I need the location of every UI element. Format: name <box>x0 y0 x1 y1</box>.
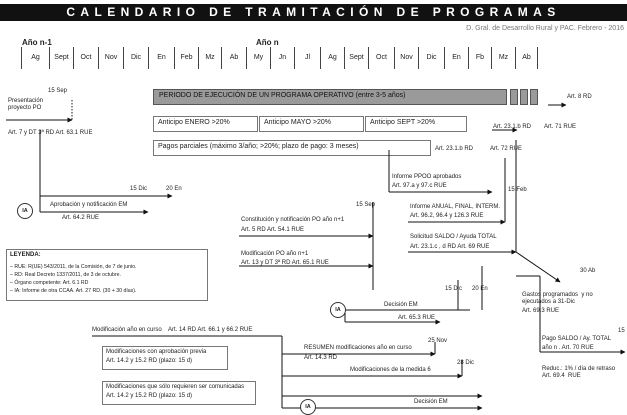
art-231b-rd-2: Art. 23.1.b RD <box>435 146 474 152</box>
legend-line-2: – RD: Real Decreto 1337/2011, de 3 de oc… <box>10 272 121 278</box>
mod-previa-ref: Art. 14.2 y 15.2 RD (plazo: 15 d) <box>106 358 193 364</box>
gastos-ref: Art. 69.3 RUE <box>522 308 560 314</box>
legend-line-4: – IA: Informe de otra CCAA. Art. 27 RD. … <box>10 288 137 294</box>
decision-em2-title: Decisión EM <box>414 399 448 405</box>
presentacion-ref: Art. 7 y DT 3ª RD Art. 63.1 RUE <box>8 130 93 136</box>
mod-previa-box <box>102 346 228 370</box>
year-curr-label: Año n <box>256 38 279 47</box>
anticipo-mayo-box <box>259 116 364 132</box>
solicitud-title: Solicitud SALDO / Ayuda TOTAL <box>410 234 497 240</box>
constitucion-ref: Art. 5 RD Art. 54.1 RUE <box>241 227 305 233</box>
period-tail-1 <box>510 89 518 105</box>
resumen-date2: 28 Dic <box>457 360 475 366</box>
aprobacion-date1: 15 Dic <box>130 186 148 192</box>
anticipo-mayo-label: Anticipo MAYO >20% <box>264 119 331 126</box>
pago-saldo-reduc: Reduc.: 1% / día de retraso Art. 69.4 RU… <box>542 366 616 379</box>
mod-medida6: Modificaciones de la medida 6 <box>350 367 431 373</box>
year-prev-label: Año n-1 <box>22 38 52 47</box>
resumen-title: RESUMEN modificaciones año en curso <box>304 345 412 351</box>
mod-curso-ref: Art. 14 RD Art. 66.1 y 66.2 RUE <box>168 327 253 333</box>
month-cell-10: Jn <box>271 47 295 69</box>
pago-saldo-date: 15 <box>618 328 625 334</box>
decision-em-title: Decisión EM <box>384 302 418 308</box>
mod-curso-title: Modificación año en curso <box>92 327 162 333</box>
month-cell-7: Mz <box>199 47 222 69</box>
month-cell-20: Ab <box>516 47 538 69</box>
aprobacion-date2: 20 En <box>166 186 182 192</box>
month-cell-18: Fb <box>469 47 492 69</box>
art-72-rue: Art. 72 RUE <box>490 146 523 152</box>
month-cell-14: Oct <box>369 47 395 69</box>
pago-saldo-title: Pago SALDO / Ay. TOTAL <box>542 336 612 342</box>
pagos-parciales-box <box>153 140 431 156</box>
legend-box: LEYENDA: – RUE: R(UE) 543/2011, de la Co… <box>6 249 208 301</box>
month-cell-17: En <box>445 47 469 69</box>
period-bar <box>153 89 507 105</box>
informe-ppoo-ref: Art. 97.a y 97.c RUE <box>392 183 447 189</box>
period-tail-3 <box>530 89 538 105</box>
informe-final-ref: Art. 96.2, 96.4 y 126.3 RUE <box>410 213 484 219</box>
aprobacion-ref: Art. 64.2 RUE <box>62 215 100 221</box>
month-cell-16: Dic <box>419 47 445 69</box>
informe-final-date: 15 Feb <box>508 187 527 193</box>
subtitle: D. Gral. de Desarrollo Rural y PAC. Febr… <box>466 25 624 32</box>
page-title: CALENDARIO DE TRAMITACIÓN DE PROGRAMAS O… <box>0 4 627 36</box>
gastos-date: 30 Ab <box>580 268 596 274</box>
constitucion-title: Constitución y notificación PO año n+1 <box>241 217 345 223</box>
legend-line-3: – Órgano competente: Art. 6.1 RD <box>10 280 89 286</box>
month-cell-15: Nov <box>395 47 419 69</box>
gastos-title: Gastos programados y no ejecutados a 31-… <box>522 292 593 305</box>
month-cell-4: Dic <box>124 47 149 69</box>
month-cell-5: En <box>149 47 175 69</box>
decision-em-ref: Art. 65.3 RUE <box>398 315 436 321</box>
month-cell-8: Ab <box>222 47 247 69</box>
mod-comunicadas-title: Modificaciones que sólo requieren ser co… <box>106 384 245 390</box>
resumen-date1: 25 Nov <box>428 338 448 344</box>
art-231b-rd-1: Art. 23.1.b RD <box>493 124 532 130</box>
ia-badge-1: IA <box>17 203 33 219</box>
month-cell-1: Sept <box>50 47 74 69</box>
solicitud-ref: Art. 23.1.c , d RD Art. 69 RUE <box>410 244 490 250</box>
month-cell-11: Jl <box>295 47 321 69</box>
decision-em-date1: 15 Dic <box>445 286 463 292</box>
modificacion-n1-title: Modificación PO año n+1 <box>241 251 309 257</box>
informe-ppoo-title: Informe PPOO aprobados <box>392 174 462 180</box>
month-cell-9: My <box>247 47 271 69</box>
anticipo-sept-label: Anticipo SEPT >20% <box>370 119 436 126</box>
constitucion-date: 15 Sep <box>356 202 376 208</box>
art-8-rd: Art. 8 RD <box>567 94 592 100</box>
art-71-rue: Art. 71 RUE <box>544 124 577 130</box>
informe-final-title: Informe ANUAL, FINAL, INTERM. <box>410 204 501 210</box>
decision-em-date2: 20 En <box>472 286 488 292</box>
period-bar-label: PERIODO DE EJECUCIÓN DE UN PROGRAMA OPER… <box>159 92 406 99</box>
resumen-ref: Art. 14.3 RD <box>304 355 338 361</box>
mod-comunicadas-ref: Art. 14.2 y 15.2 RD (plazo: 15 d) <box>106 393 193 399</box>
legend-line-1: – RUE: R(UE) 543/2011, de la Comisión, d… <box>10 264 137 270</box>
month-row-edge <box>21 47 22 69</box>
presentacion-title: Presentación proyecto PO <box>8 98 44 111</box>
presentacion-date: 15 Sep <box>48 88 68 94</box>
ia-badge-2: IA <box>330 302 346 318</box>
month-cell-19: Mz <box>492 47 516 69</box>
month-cell-3: Nov <box>99 47 124 69</box>
anticipo-sept-box <box>365 116 467 132</box>
month-cell-0: Ag <box>22 47 50 69</box>
anticipo-enero-label: Anticipo ENERO >20% <box>158 119 230 126</box>
modificacion-n1-ref: Art. 13 y DT 3ª RD Art. 65.1 RUE <box>241 260 329 266</box>
mod-previa-title: Modificaciones con aprobación previa <box>106 349 207 355</box>
legend-title: LEYENDA: <box>10 252 41 258</box>
month-cell-6: Feb <box>175 47 199 69</box>
month-cell-12: Ag <box>321 47 345 69</box>
pago-saldo-ref: año n . Art. 70 RUE <box>542 345 594 351</box>
pagos-parciales-label: Pagos parciales (máximo 3/año; >20%; pla… <box>158 143 359 150</box>
month-cell-2: Oct <box>74 47 99 69</box>
month-cell-13: Sept <box>345 47 369 69</box>
anticipo-enero-box <box>153 116 258 132</box>
aprobacion-title: Aprobación y notificación EM <box>50 202 128 208</box>
mod-comunicadas-box <box>102 381 256 405</box>
period-tail-2 <box>520 89 528 105</box>
